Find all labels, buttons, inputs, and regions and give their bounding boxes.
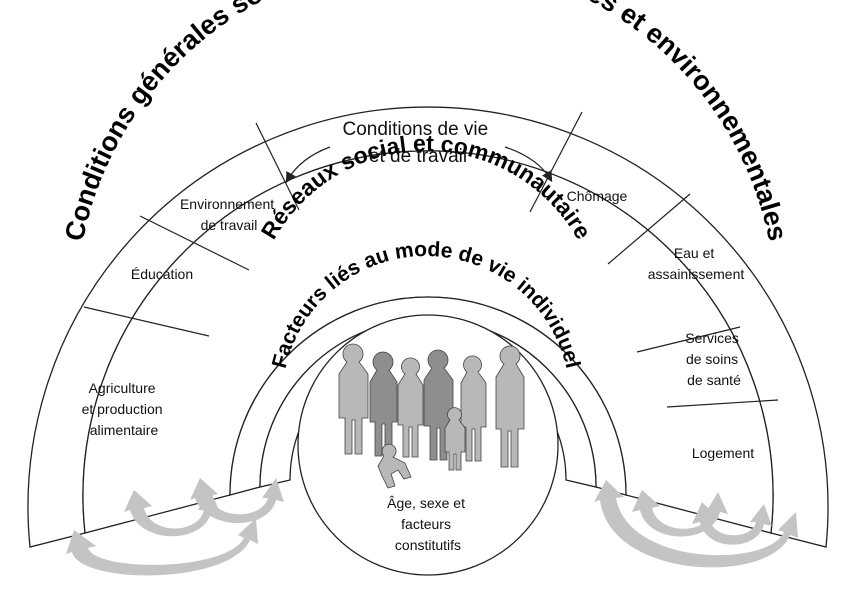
sector-label-agriculture: Agriculture et production alimentaire bbox=[82, 380, 167, 438]
sector-label-work-environment: Environnement de travail bbox=[180, 196, 278, 233]
living-conditions-left-arrow bbox=[285, 146, 331, 184]
sector-label-water-sanitation: Eau et assainissement bbox=[648, 245, 745, 282]
left-flow-arrows bbox=[66, 478, 284, 576]
sector-label-education: Éducation bbox=[131, 266, 193, 282]
living-conditions-title: Conditions de vie et de travail bbox=[342, 119, 493, 167]
sector-label-housing: Logement bbox=[692, 445, 754, 461]
living-conditions-right-arrow bbox=[504, 146, 553, 183]
sector-label-unemployment: Chômage bbox=[567, 188, 628, 204]
right-flow-arrows bbox=[594, 480, 798, 568]
sector-dividers bbox=[83, 111, 779, 408]
core-label: Âge, sexe et facteurs constitutifs bbox=[387, 495, 469, 553]
people-silhouettes bbox=[338, 343, 525, 489]
sector-label-health-services: Services de soins de santé bbox=[685, 330, 743, 388]
